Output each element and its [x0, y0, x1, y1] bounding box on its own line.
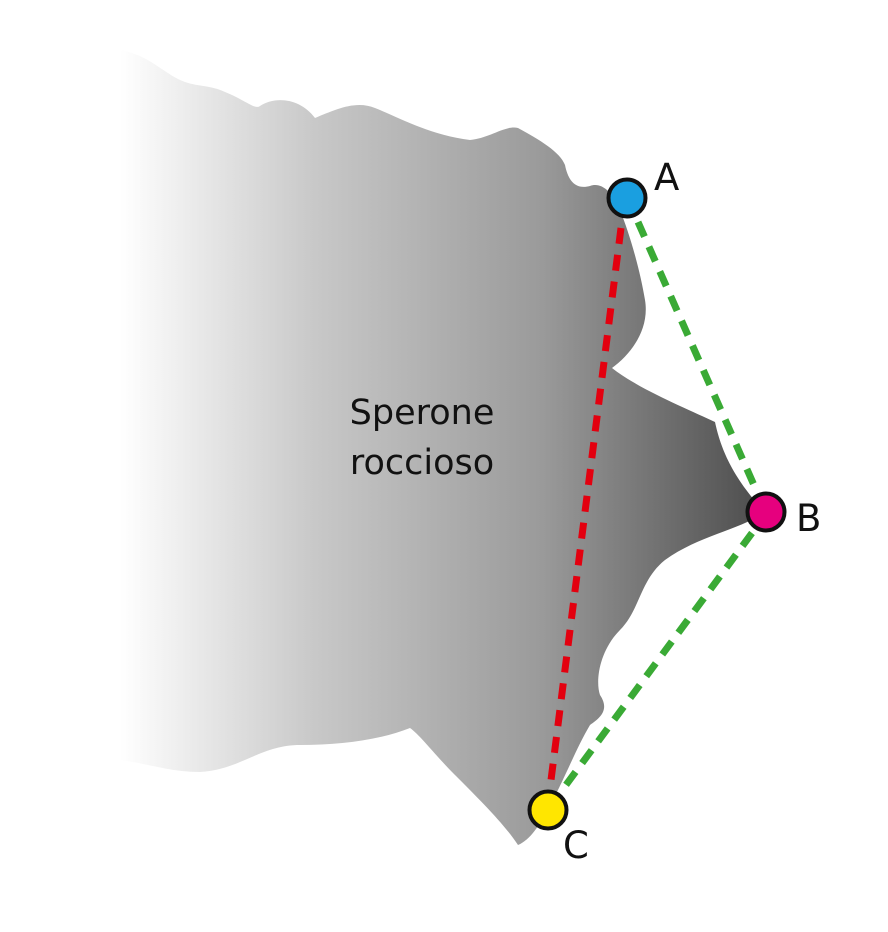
point-a-label: A: [654, 156, 679, 199]
segment-ab: [634, 220, 761, 494]
rock-spur-label-line1: Sperone: [350, 393, 495, 433]
point-b: [745, 491, 787, 533]
segment-ac: [546, 227, 625, 789]
rock-spur-shape: [120, 50, 765, 845]
point-c-label: C: [563, 824, 589, 867]
point-c: [527, 789, 569, 831]
point-b-label: B: [796, 497, 821, 540]
point-a: [606, 177, 648, 219]
rock-spur-label-line2: roccioso: [350, 443, 494, 483]
